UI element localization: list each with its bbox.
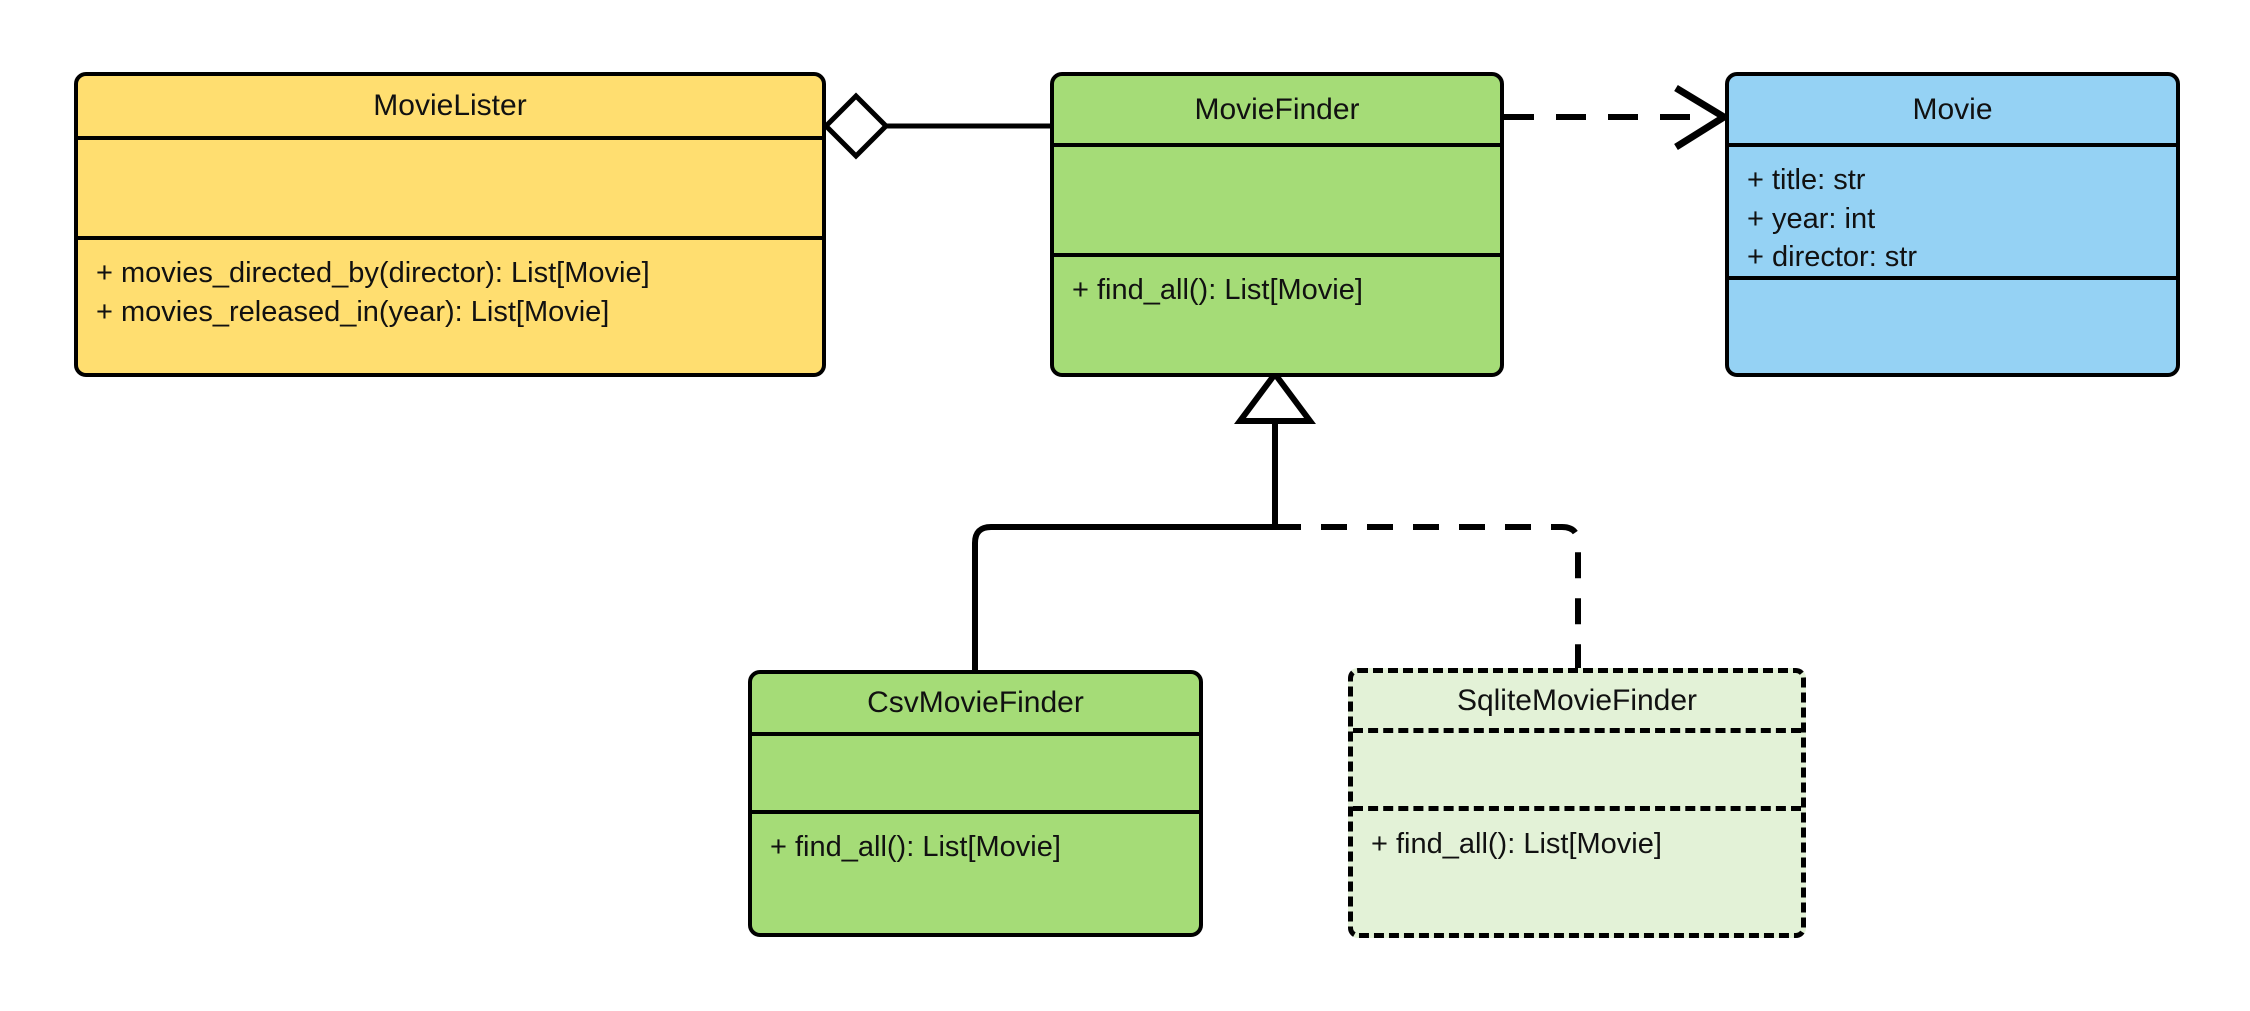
class-title-movie: Movie	[1729, 76, 2176, 147]
method-row: + find_all(): List[Movie]	[1371, 828, 1662, 860]
attribute-row: + title: str	[1747, 164, 1866, 196]
aggregation-lister-finder	[822, 92, 1050, 160]
class-methods-moviefinder: + find_all(): List[Movie]	[1054, 257, 1500, 373]
inheritance-sqlite-finder	[1275, 524, 1581, 668]
class-box-moviefinder[interactable]: MovieFinder + find_all(): List[Movie]	[1050, 72, 1504, 377]
hollow-diamond-icon	[822, 92, 890, 160]
class-title-movielister: MovieLister	[78, 76, 822, 140]
class-methods-movielister: + movies_directed_by(director): List[Mov…	[78, 240, 822, 373]
dependency-finder-movie	[1504, 85, 1731, 150]
class-box-sqlitemoviefinder[interactable]: SqliteMovieFinder + find_all(): List[Mov…	[1348, 668, 1806, 938]
class-box-movielister[interactable]: MovieLister + movies_directed_by(directo…	[74, 72, 826, 377]
inheritance-sqlite-line	[1275, 524, 1581, 668]
attribute-row: + director: str	[1747, 241, 1918, 274]
inheritance-triangle-group	[1234, 368, 1316, 527]
hollow-triangle-icon	[1234, 368, 1316, 424]
inheritance-csv-line	[972, 524, 1275, 670]
class-box-csvmoviefinder[interactable]: CsvMovieFinder + find_all(): List[Movie]	[748, 670, 1203, 937]
method-row: + find_all(): List[Movie]	[770, 831, 1061, 863]
class-box-movie[interactable]: Movie + title: str + year: int + directo…	[1725, 72, 2180, 377]
class-title-sqlitemoviefinder: SqliteMovieFinder	[1353, 673, 1801, 733]
class-methods-movie	[1729, 280, 2176, 373]
class-attributes-moviefinder	[1054, 147, 1500, 257]
method-row: + movies_directed_by(director): List[Mov…	[96, 257, 650, 289]
attribute-row: + year: int	[1747, 202, 1876, 235]
class-attributes-sqlitemoviefinder	[1353, 733, 1801, 811]
class-methods-csvmoviefinder: + find_all(): List[Movie]	[752, 814, 1199, 927]
class-title-moviefinder: MovieFinder	[1054, 76, 1500, 147]
class-methods-sqlitemoviefinder: + find_all(): List[Movie]	[1353, 811, 1801, 923]
open-arrow-icon	[1674, 85, 1731, 150]
method-row: + find_all(): List[Movie]	[1072, 274, 1363, 306]
class-title-csvmoviefinder: CsvMovieFinder	[752, 674, 1199, 736]
class-attributes-csvmoviefinder	[752, 736, 1199, 814]
method-row: + movies_released_in(year): List[Movie]	[96, 295, 610, 328]
inheritance-csv-finder	[972, 524, 1275, 670]
class-attributes-movie: + title: str + year: int + director: str	[1729, 147, 2176, 280]
class-attributes-movielister	[78, 140, 822, 240]
